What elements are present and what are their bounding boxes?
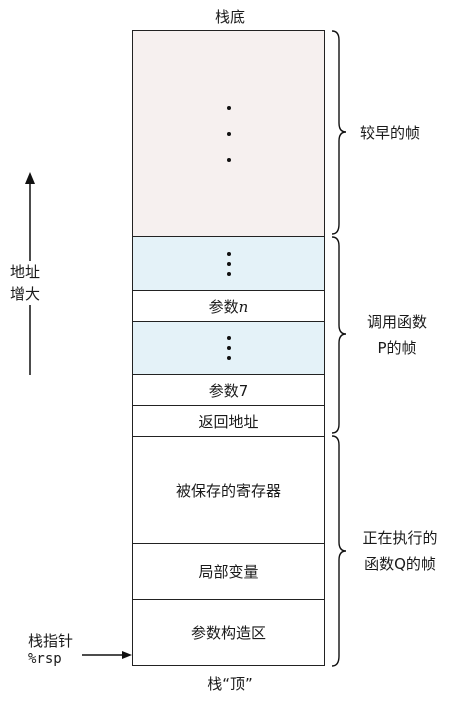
argument-build-area-label: 参数构造区 bbox=[190, 624, 266, 642]
saved-registers-cell: 被保存的寄存器 bbox=[133, 436, 324, 543]
saved-registers-label: 被保存的寄存器 bbox=[175, 481, 281, 500]
current-frame-brace bbox=[331, 435, 347, 667]
stack-diagram: 参数n 参数7 返回地址 被保存的寄存器 局部变量 参数构造区 bbox=[132, 30, 325, 666]
caller-frame-label: 调用函数 P的帧 bbox=[352, 313, 442, 357]
param-7-label: 参数7 bbox=[208, 381, 249, 400]
current-frame-label: 正在执行的 函数Q的帧 bbox=[350, 529, 450, 573]
ellipsis-dots bbox=[226, 251, 231, 276]
caller-args-ellipsis bbox=[133, 236, 324, 290]
stack-pointer-arrow bbox=[82, 651, 132, 659]
caller-args-ellipsis-2 bbox=[133, 321, 324, 374]
address-label-line1: 地址 bbox=[10, 263, 41, 281]
address-label-line2: 增大 bbox=[10, 285, 41, 303]
ellipsis-dots bbox=[226, 105, 231, 162]
current-frame-line1: 正在执行的 bbox=[362, 529, 438, 547]
rsp-register-label: %rsp bbox=[28, 651, 62, 667]
return-address-label: 返回地址 bbox=[198, 412, 259, 431]
caller-frame-line2: P的帧 bbox=[377, 339, 417, 357]
stack-pointer-label: 栈指针 %rsp bbox=[28, 632, 73, 668]
earlier-frames-brace bbox=[331, 30, 347, 235]
stack-bottom-label: 栈底 bbox=[214, 8, 245, 26]
param-n-label: 参数 bbox=[208, 297, 239, 316]
stack-top-label: 栈“顶” bbox=[207, 675, 253, 693]
address-label: 地址 增大 bbox=[10, 261, 41, 305]
param-n-cell: 参数n bbox=[133, 290, 324, 321]
caller-frame-line1: 调用函数 bbox=[366, 313, 427, 331]
ellipsis-dots bbox=[226, 336, 231, 360]
earlier-frames-region bbox=[133, 31, 324, 236]
frame-braces bbox=[331, 30, 347, 667]
stack-pointer-text: 栈指针 bbox=[28, 632, 74, 650]
local-variables-cell: 局部变量 bbox=[133, 543, 324, 599]
caller-frame-brace bbox=[331, 236, 347, 434]
current-frame-line2: 函数Q的帧 bbox=[364, 555, 436, 573]
param-7-cell: 参数7 bbox=[133, 374, 324, 405]
param-n-var: n bbox=[238, 297, 249, 316]
argument-build-area-cell: 参数构造区 bbox=[133, 599, 324, 665]
return-address-cell: 返回地址 bbox=[133, 405, 324, 436]
local-variables-label: 局部变量 bbox=[198, 563, 259, 581]
earlier-frames-label: 较早的帧 bbox=[360, 124, 421, 142]
